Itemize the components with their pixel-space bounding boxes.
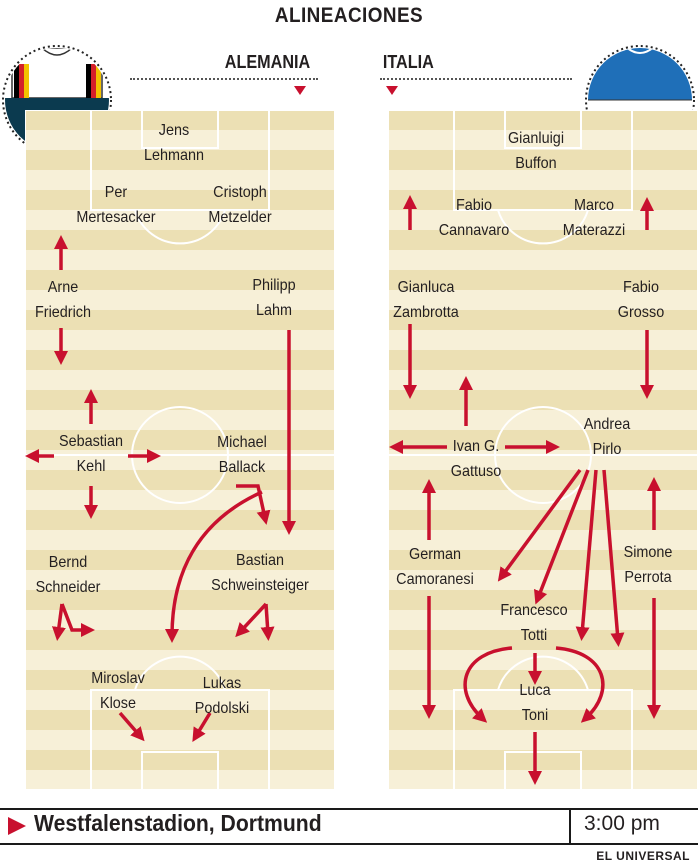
pitch-stripe [25, 670, 335, 690]
pitch-stripe [25, 210, 335, 230]
pitch-stripe [388, 350, 698, 370]
pitch-italy [388, 110, 698, 790]
pitch-stripe [25, 170, 335, 190]
pitch-stripe [388, 470, 698, 490]
pitch-stripe [388, 270, 698, 290]
pitch-stripe [388, 250, 698, 270]
pitch-stripe [25, 630, 335, 650]
pitch-stripe [388, 710, 698, 730]
play-icon [8, 817, 26, 835]
pitch-stripe [25, 710, 335, 730]
pitch-stripe [388, 550, 698, 570]
triangle-down-icon [386, 86, 398, 95]
header-divider-left [130, 78, 318, 80]
pitch-stripe [25, 410, 335, 430]
pitch-stripe [25, 230, 335, 250]
pitch-stripe [388, 130, 698, 150]
pitch-stripe [388, 530, 698, 550]
pitch-stripe [25, 290, 335, 310]
pitch-stripe [25, 350, 335, 370]
pitch-stripe [388, 230, 698, 250]
credit-label: EL UNIVERSAL [596, 849, 690, 863]
pitch-stripe [25, 770, 335, 790]
pitch-stripe [25, 650, 335, 670]
footer-top-rule [0, 808, 698, 810]
pitch-stripe [25, 110, 335, 130]
pitch-stripe [388, 750, 698, 770]
footer-divider [569, 808, 571, 844]
pitch-stripe [388, 730, 698, 750]
pitch-stripe [25, 590, 335, 610]
pitch-germany [25, 110, 335, 790]
pitch-stripe [388, 770, 698, 790]
header-divider-right [380, 78, 572, 80]
pitch-stripe [388, 210, 698, 230]
pitch-stripe [25, 310, 335, 330]
pitch-stripe [388, 310, 698, 330]
pitch-stripe [25, 150, 335, 170]
page-title: ALINEACIONES [274, 4, 424, 27]
pitch-stripe [25, 390, 335, 410]
pitch-stripe [25, 690, 335, 710]
footer-bottom-rule [0, 843, 698, 845]
venue-label: Westfalenstadion, Dortmund [34, 810, 322, 836]
pitch-stripe [25, 130, 335, 150]
pitch-stripe [25, 250, 335, 270]
pitch-stripe [388, 570, 698, 590]
pitch-stripe [388, 170, 698, 190]
pitch-stripe [25, 370, 335, 390]
pitch-stripe [25, 330, 335, 350]
pitch-stripe [25, 190, 335, 210]
pitch-stripe [388, 650, 698, 670]
triangle-down-icon [294, 86, 306, 95]
pitch-stripe [388, 290, 698, 310]
player-gattuso: Ivan G.Gattuso [450, 438, 502, 480]
team-name-germany: ALEMANIA [224, 52, 311, 72]
pitch-stripe [25, 430, 335, 450]
pitch-stripe [25, 530, 335, 550]
pitch-stripe [388, 330, 698, 350]
pitch-stripe [388, 490, 698, 510]
team-name-italy: ITALIA [382, 52, 434, 72]
pitch-stripe [388, 610, 698, 630]
pitch-stripe [25, 270, 335, 290]
pitch-stripe [388, 110, 698, 130]
pitch-stripe [388, 150, 698, 170]
pitch-stripe [25, 550, 335, 570]
pitch-stripe [388, 190, 698, 210]
pitch-stripe [388, 430, 698, 450]
pitch-stripe [25, 730, 335, 750]
pitch-stripe [25, 750, 335, 770]
match-time: 3:00 pm [584, 812, 660, 835]
